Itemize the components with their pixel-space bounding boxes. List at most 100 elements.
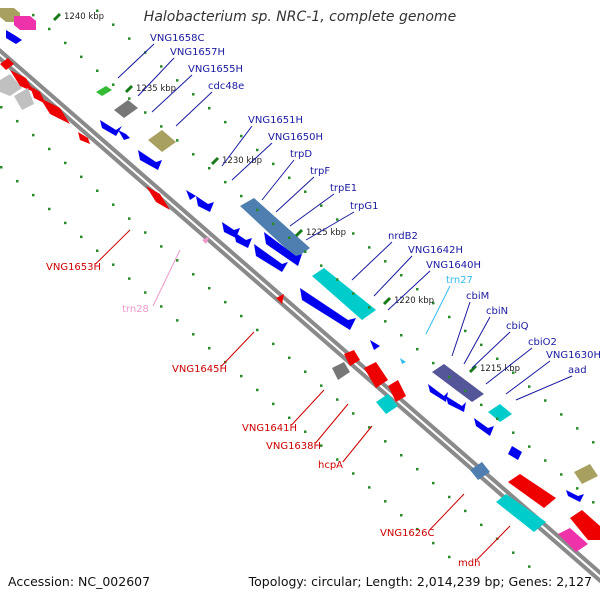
feature-silver-2[interactable] <box>14 88 34 110</box>
gene-label-hcpA[interactable]: hcpA <box>318 460 343 471</box>
ruler-dot <box>160 125 163 128</box>
gene-label-aad[interactable]: aad <box>568 365 587 376</box>
cds-arrow-rev[interactable] <box>10 70 34 92</box>
ruler-dot <box>288 356 291 360</box>
label-leader <box>351 241 393 281</box>
cds-arrow-rev[interactable] <box>388 380 406 402</box>
feature-cyan-small[interactable] <box>488 404 512 422</box>
ruler-dot <box>304 370 307 373</box>
gene-label-VNG1658C[interactable]: VNG1658C <box>150 33 205 44</box>
feature-silver[interactable] <box>0 74 22 96</box>
feature-olive-right[interactable] <box>574 464 598 484</box>
cds-arrow-rev[interactable] <box>146 186 170 210</box>
ruler-dot <box>528 445 531 448</box>
feature-cyan-long[interactable] <box>496 494 546 532</box>
gene-label-trpF[interactable]: trpF <box>310 166 330 177</box>
gene-label-trn27[interactable]: trn27 <box>446 275 473 286</box>
gene-label-VNG1655H[interactable]: VNG1655H <box>188 64 243 75</box>
gene-label-trpE1[interactable]: trpE1 <box>330 183 357 194</box>
ruler-dot <box>272 222 275 226</box>
label-leader <box>387 270 431 311</box>
ruler-dot <box>160 305 163 308</box>
gene-label-cbiQ[interactable]: cbiQ <box>506 321 529 332</box>
gene-label-VNG1638H[interactable]: VNG1638H <box>266 441 321 452</box>
label-leader <box>425 285 451 335</box>
feature-magenta-bottom[interactable] <box>558 528 588 552</box>
gene-label-VNG1642H[interactable]: VNG1642H <box>408 245 463 256</box>
cbi-operon-block[interactable] <box>432 364 484 402</box>
gene-label-trpD[interactable]: trpD <box>290 149 312 160</box>
trna-trn27[interactable] <box>400 358 406 364</box>
gene-label-VNG1650H[interactable]: VNG1650H <box>268 132 323 143</box>
ruler-dot <box>400 514 403 517</box>
ruler-dot <box>32 13 35 17</box>
feature-cyan-rev[interactable] <box>376 394 398 414</box>
ruler-dot <box>256 148 259 152</box>
cds-arrow-fwd[interactable] <box>234 232 252 248</box>
gene-label-VNG1641H[interactable]: VNG1641H <box>242 423 297 434</box>
cds-arrow-rev[interactable] <box>40 98 70 124</box>
trp-operon-block[interactable] <box>240 198 310 258</box>
cds-arrow-fwd[interactable] <box>508 446 522 460</box>
gene-label-VNG1630H[interactable]: VNG1630H <box>546 350 600 361</box>
gene-label-nrdB2[interactable]: nrdB2 <box>388 231 418 242</box>
feature-magenta-top[interactable] <box>14 16 36 30</box>
cds-arrow-fwd[interactable] <box>186 190 196 200</box>
ruler-dot <box>48 207 51 211</box>
gene-label-trn28[interactable]: trn28 <box>122 304 149 315</box>
cds-arrow-fwd[interactable] <box>300 288 356 330</box>
cds-arrow-fwd[interactable] <box>254 244 288 272</box>
gene-label-mdh[interactable]: mdh <box>458 558 480 569</box>
cds-arrow-rev[interactable] <box>508 474 556 508</box>
cds-arrow-fwd[interactable] <box>446 396 466 412</box>
gene-label-cbiM[interactable]: cbiM <box>466 291 489 302</box>
feature-gray[interactable] <box>114 100 138 118</box>
ruler-dot <box>144 111 147 114</box>
feature-green[interactable] <box>96 86 112 96</box>
map-title: Halobacterium sp. NRC-1, complete genome <box>143 9 457 25</box>
feature-cyan[interactable] <box>312 268 376 320</box>
feature-multi-rev[interactable] <box>470 462 490 480</box>
cds-arrow-fwd[interactable] <box>100 120 122 136</box>
cds-arrow-rev[interactable] <box>344 350 360 366</box>
cds-arrow-rev[interactable] <box>570 510 600 540</box>
feature-olive[interactable] <box>148 130 176 152</box>
cds-arrow-rev[interactable] <box>78 132 90 144</box>
gene-label-VNG1645H[interactable]: VNG1645H <box>172 364 227 375</box>
ruler-dot <box>320 444 323 447</box>
cds-arrow-fwd[interactable] <box>6 30 22 44</box>
ruler-dot <box>528 385 531 388</box>
cds-arrow-fwd[interactable] <box>264 232 302 266</box>
ruler-dot <box>320 384 323 387</box>
gene-label-VNG1651H[interactable]: VNG1651H <box>248 115 303 126</box>
ruler-dot <box>240 374 243 378</box>
ruler-dot <box>384 440 387 443</box>
genome-summary-text: Topology: circular; Length: 2,014,239 bp… <box>248 574 592 589</box>
gene-label-VNG1626C[interactable]: VNG1626C <box>380 528 435 539</box>
gene-label-trpG1[interactable]: trpG1 <box>350 201 379 212</box>
cds-arrow-fwd[interactable] <box>370 340 380 350</box>
cds-arrow-rev[interactable] <box>364 362 388 388</box>
gene-label-VNG1640H[interactable]: VNG1640H <box>426 260 481 271</box>
cds-arrow-fwd[interactable] <box>474 418 494 436</box>
cds-arrow-fwd[interactable] <box>428 384 448 402</box>
cds-arrow-fwd[interactable] <box>196 196 214 212</box>
ruler-dot <box>96 189 99 193</box>
cds-arrow-fwd[interactable] <box>118 130 130 140</box>
ruler-dot <box>336 218 339 221</box>
gene-label-cbiN[interactable]: cbiN <box>486 306 508 317</box>
gene-label-VNG1657H[interactable]: VNG1657H <box>170 47 225 58</box>
cds-arrow-rev[interactable] <box>276 294 284 304</box>
trna-trn28[interactable] <box>202 236 210 244</box>
cds-arrow-fwd[interactable] <box>138 150 162 170</box>
cds-arrow-rev[interactable] <box>0 58 14 70</box>
gene-label-VNG1653H[interactable]: VNG1653H <box>46 262 101 273</box>
ruler-dot <box>336 278 339 281</box>
gene-label-cdc48e[interactable]: cdc48e <box>208 81 244 92</box>
feature-gray-rev[interactable] <box>332 362 350 380</box>
gene-label-cbiO2[interactable]: cbiO2 <box>528 337 557 348</box>
label-leader <box>451 301 471 357</box>
cds-arrow-fwd[interactable] <box>566 490 584 502</box>
ruler-dot <box>576 487 579 490</box>
